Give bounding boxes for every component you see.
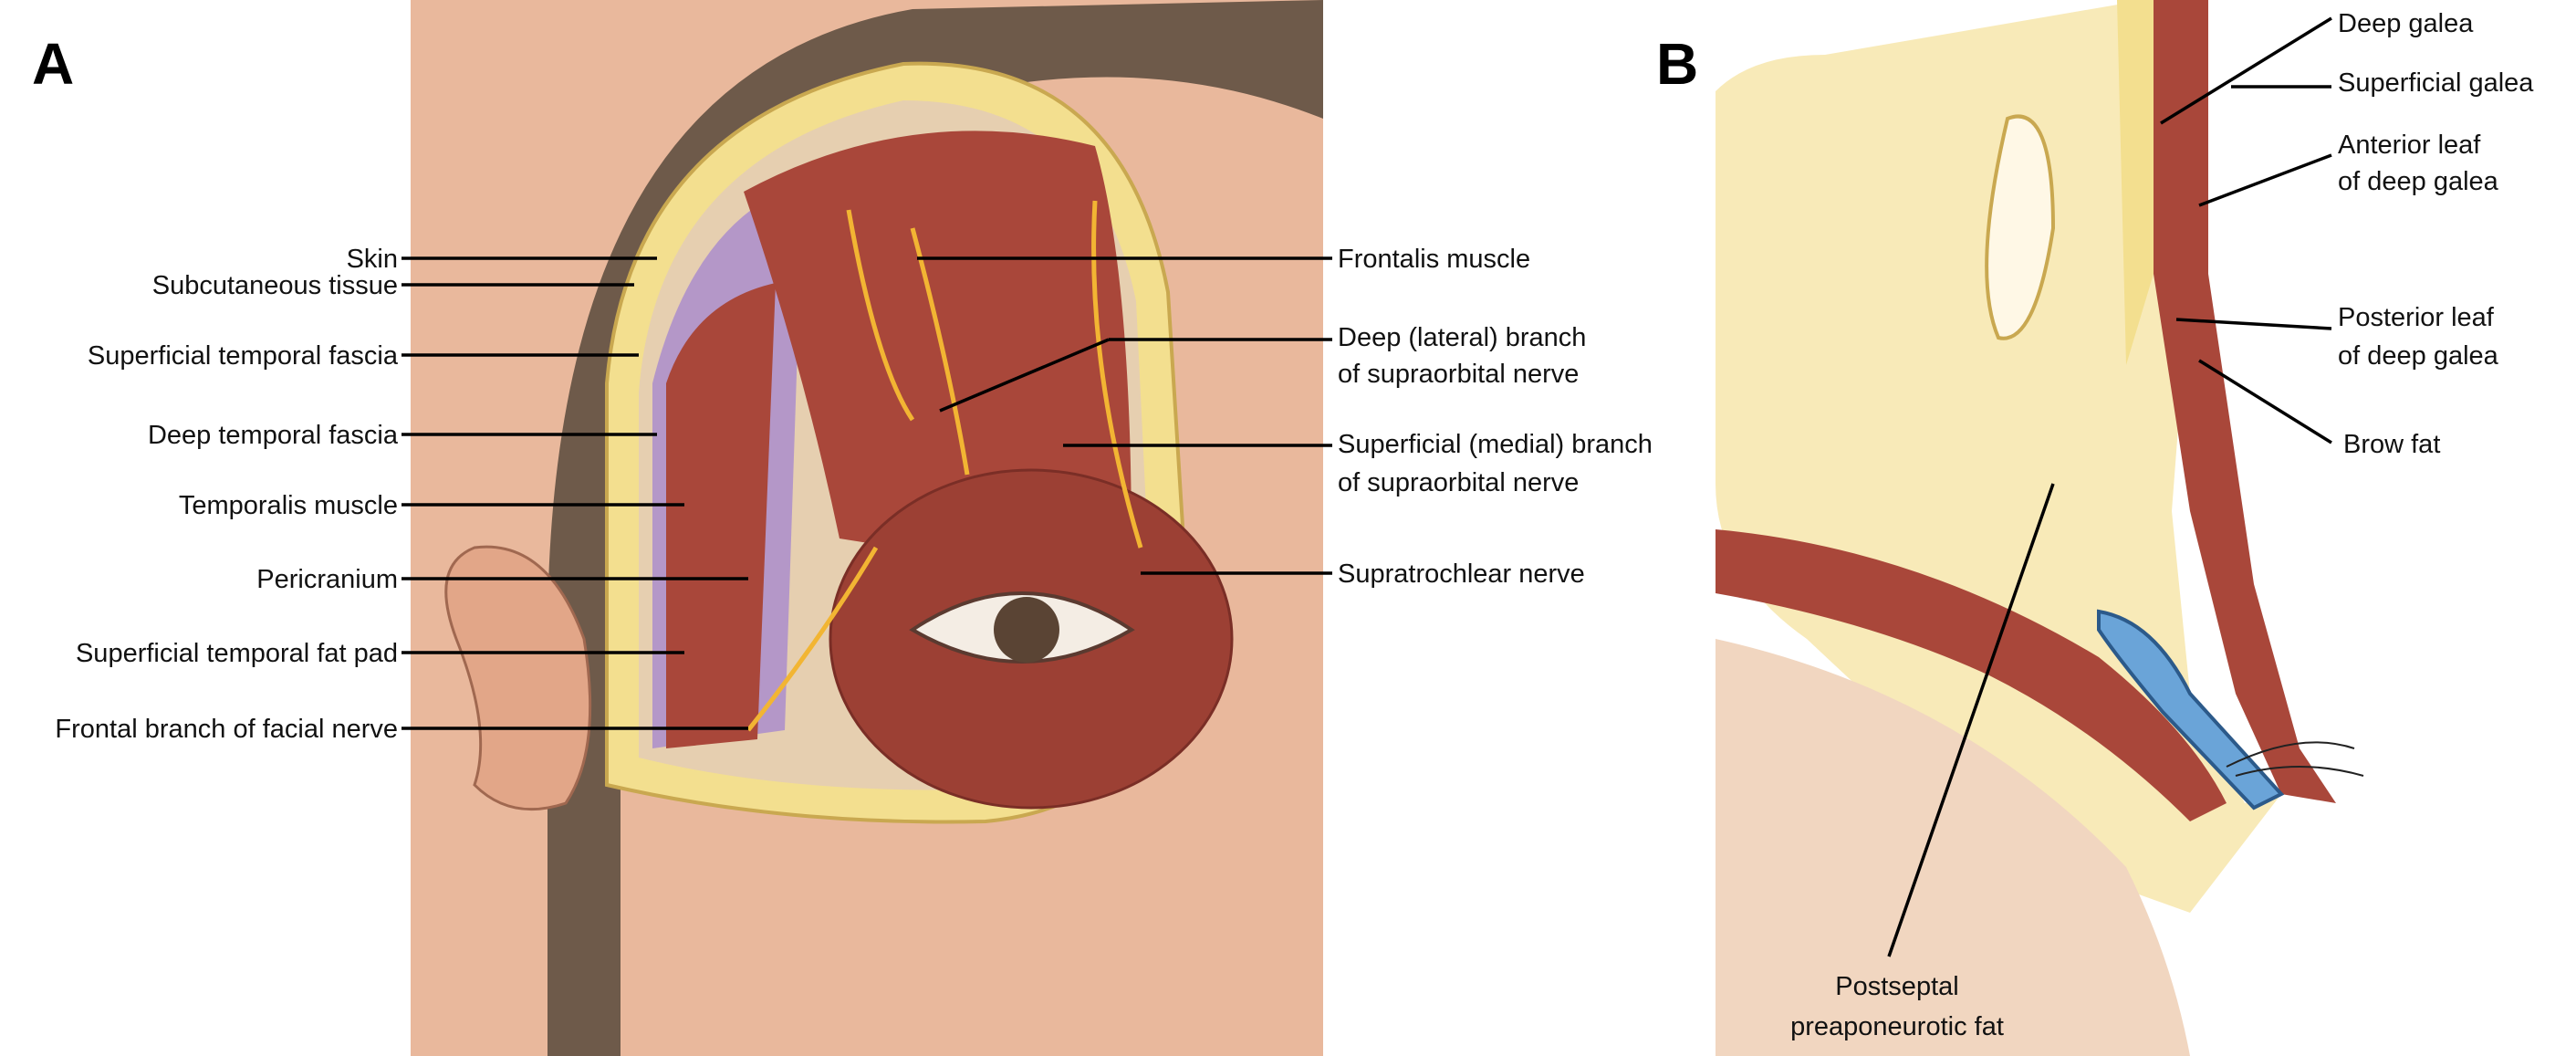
panel-b-letter: B — [1656, 31, 1698, 97]
label-superficial-branch-2: of supraorbital nerve — [1338, 468, 1579, 497]
iris — [994, 597, 1059, 663]
label-temporalis-muscle: Temporalis muscle — [179, 491, 398, 520]
label-supratrochlear-nerve: Supratrochlear nerve — [1338, 559, 1585, 589]
label-deep-galea: Deep galea — [2338, 9, 2474, 38]
panel-a-illustration — [411, 0, 1323, 1056]
nerves — [746, 200, 1143, 732]
label-frontalis-muscle: Frontalis muscle — [1338, 245, 1530, 274]
label-superficial-branch-1: Superficial (medial) branch — [1338, 430, 1653, 459]
label-brow-fat: Brow fat — [2343, 430, 2440, 459]
label-superficial-temporal-fascia: Superficial temporal fascia — [88, 341, 399, 371]
orbital-septum — [2097, 609, 2285, 810]
label-subcutaneous-tissue: Subcutaneous tissue — [152, 271, 398, 300]
panel-b-labels: Deep galea Superficial galea Anterior le… — [1790, 9, 2534, 1041]
label-posterior-leaf-2: of deep galea — [2338, 341, 2499, 371]
label-superficial-galea: Superficial galea — [2338, 68, 2534, 98]
label-deep-branch-1: Deep (lateral) branch — [1338, 323, 1586, 352]
frontal-sinus — [1985, 114, 2056, 340]
label-anterior-leaf-1: Anterior leaf — [2338, 131, 2481, 160]
temporalis-muscle — [666, 283, 776, 748]
galea-fat — [2117, 0, 2154, 365]
panel-b-illustration — [1716, 0, 2364, 1056]
label-posterior-leaf-1: Posterior leaf — [2338, 303, 2495, 332]
label-frontal-branch-facial-nerve: Frontal branch of facial nerve — [55, 715, 398, 744]
panel-a-letter: A — [32, 31, 74, 97]
label-deep-temporal-fascia: Deep temporal fascia — [148, 421, 399, 450]
galea-muscle — [2154, 0, 2336, 803]
panel-a-right-labels: Frontalis muscle Deep (lateral) branch o… — [917, 245, 1653, 589]
label-skin: Skin — [347, 245, 398, 274]
label-anterior-leaf-2: of deep galea — [2338, 167, 2499, 196]
eyelashes — [2226, 741, 2364, 777]
panel-a-left-labels: Skin Subcutaneous tissue Superficial tem… — [55, 245, 748, 744]
label-postseptal-1: Postseptal — [1835, 972, 1958, 1001]
ear — [444, 545, 592, 811]
label-pericranium: Pericranium — [256, 565, 398, 594]
globe-area — [1716, 639, 2190, 1056]
frontalis-muscle — [744, 131, 1132, 556]
label-deep-branch-2: of supraorbital nerve — [1338, 360, 1579, 389]
label-superficial-temporal-fat-pad: Superficial temporal fat pad — [76, 639, 398, 668]
levator-muscle — [1716, 529, 2227, 821]
label-postseptal-2: preaponeurotic fat — [1790, 1012, 2004, 1041]
